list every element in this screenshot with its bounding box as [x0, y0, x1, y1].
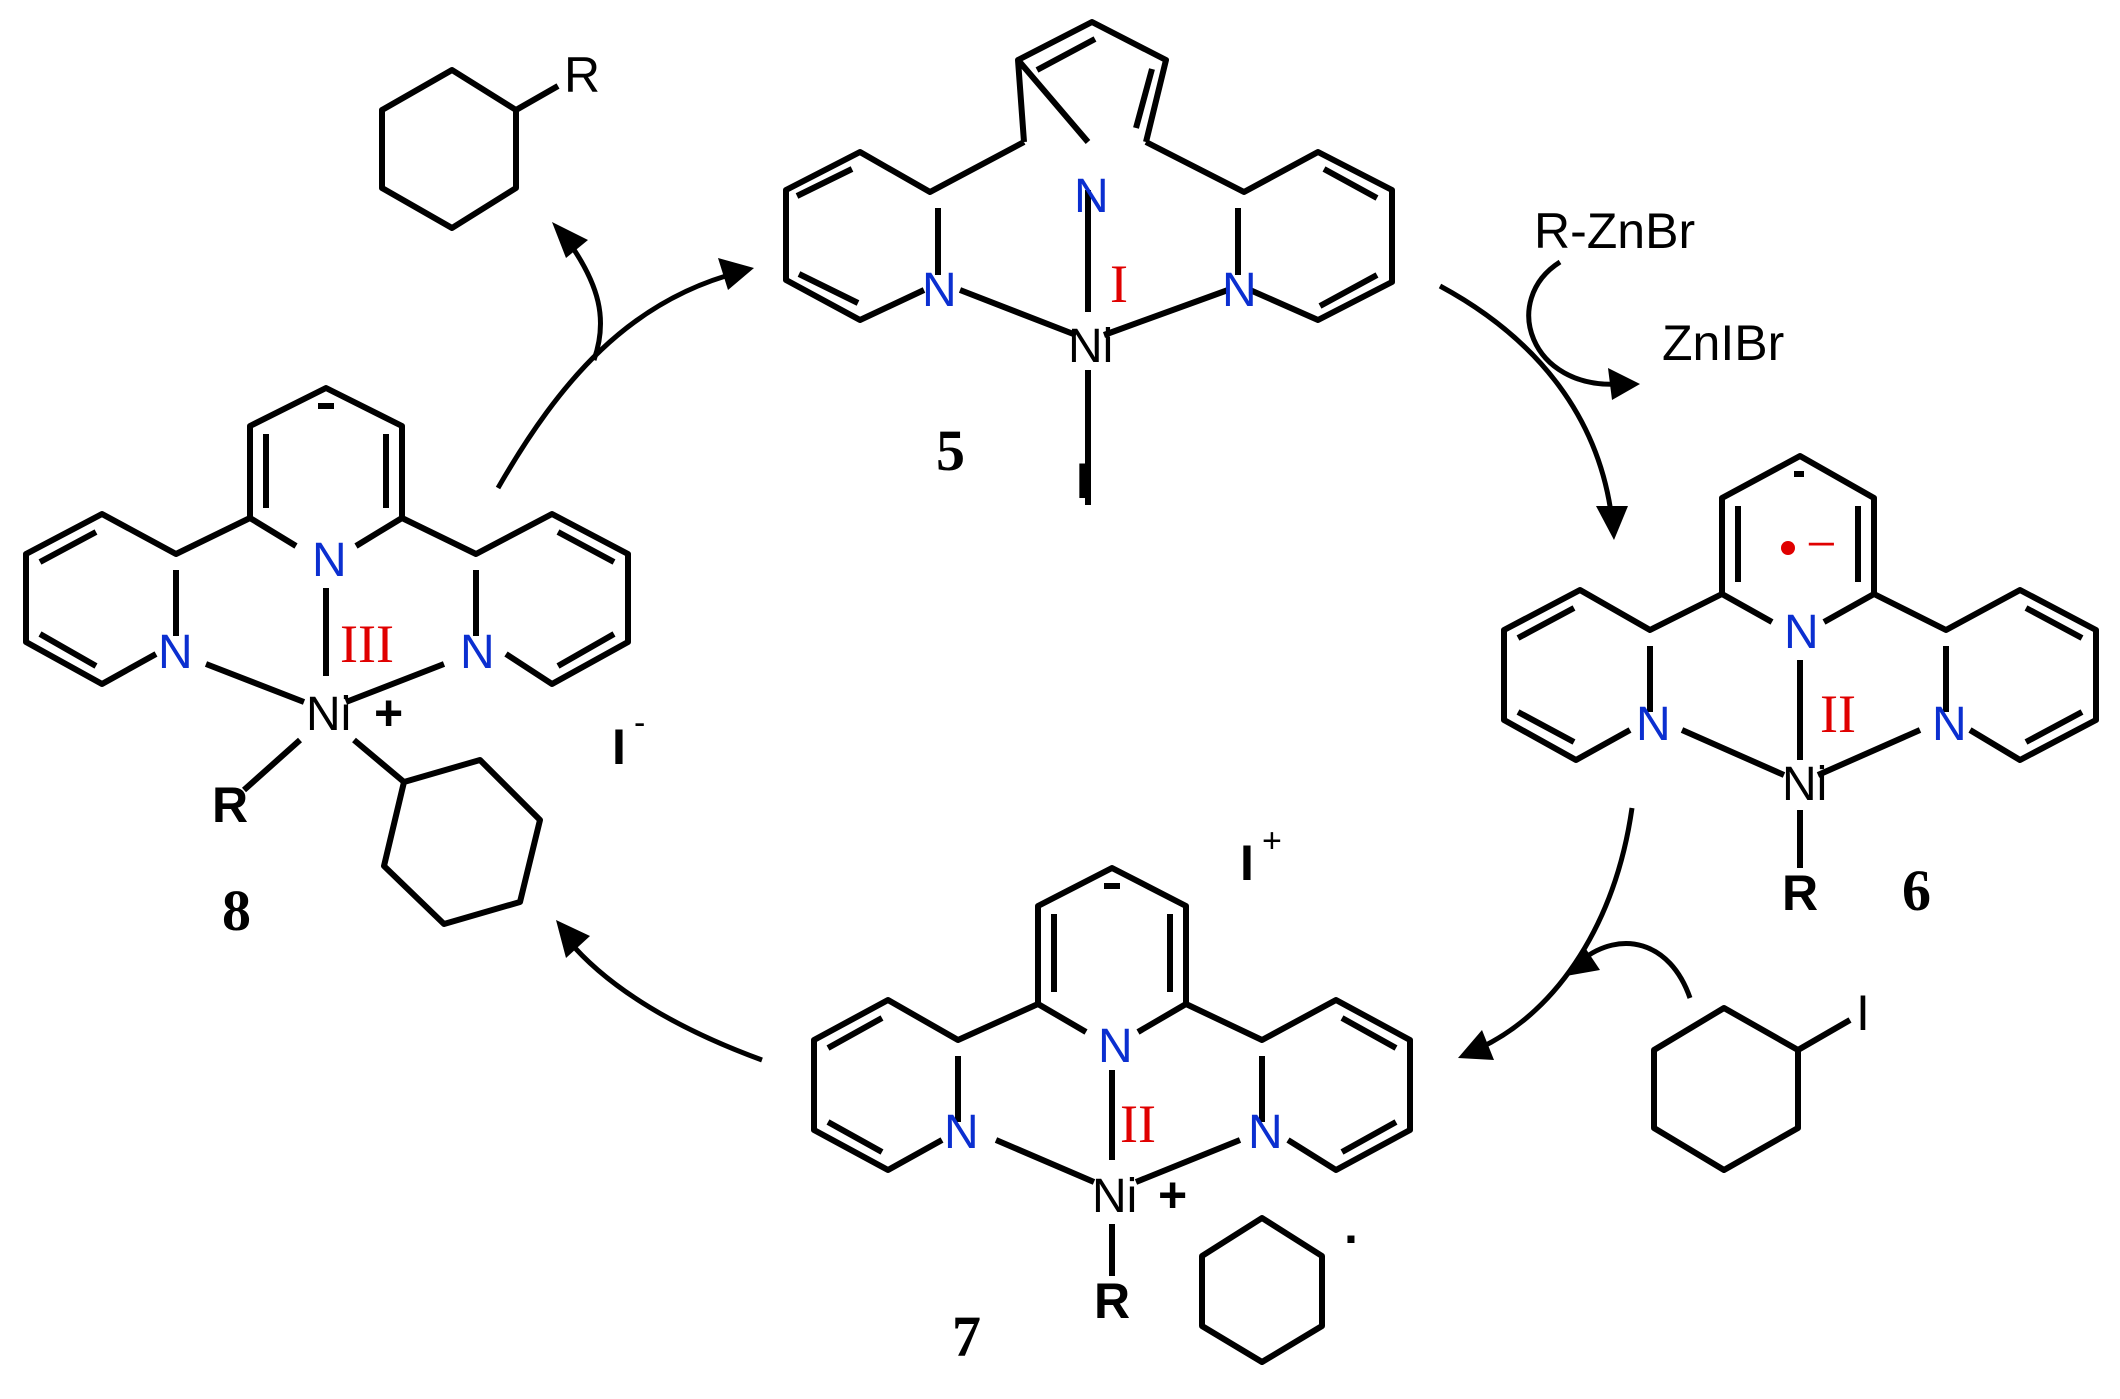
- n-right-6: N: [1932, 698, 1967, 751]
- complex-7: N N N Ni + II R 7 I + ·: [811, 822, 1413, 1369]
- arrow-5-to-6: [1438, 283, 1615, 521]
- oxidation-state-5: I: [1110, 254, 1128, 314]
- r-ligand-7: R: [1094, 1273, 1130, 1329]
- r-ligand-6: R: [1782, 865, 1818, 921]
- n-left-7: N: [944, 1106, 979, 1159]
- n-left-6: N: [1636, 698, 1671, 751]
- arrow-8-to-5: [495, 269, 741, 490]
- organozinc-reagent-label: R-ZnBr: [1534, 203, 1695, 259]
- arrow-6-to-7: [1478, 807, 1635, 1051]
- iodonium-counterion: I: [1240, 835, 1254, 891]
- zinc-byproduct-label: ZnIBr: [1662, 315, 1784, 371]
- iodine-label: I: [1856, 985, 1870, 1041]
- carbon-iodine-bond: [1796, 1017, 1852, 1053]
- compound-number-5: 5: [936, 418, 965, 483]
- arrow-7-to-8: [566, 938, 763, 1063]
- arrowhead-7-to-8: [556, 920, 590, 958]
- terpyridine-ligand-6: [1501, 453, 2099, 868]
- arrowhead-6-to-7: [1458, 1030, 1494, 1060]
- terpyridine-ligand-5: [783, 19, 1395, 505]
- n-right-7: N: [1248, 1106, 1283, 1159]
- charge-7: +: [1158, 1167, 1187, 1223]
- product-r-label: R: [564, 47, 600, 103]
- n-central-8: N: [312, 534, 347, 587]
- iodide-counterion: I: [612, 719, 626, 775]
- arrow-alkyl-iodide-in: [1580, 941, 1693, 999]
- nickel-7: Ni: [1092, 1170, 1137, 1223]
- radical-anion-minus-6: −: [1806, 514, 1836, 574]
- n-central-6: N: [1784, 606, 1819, 659]
- arrow-product-release: [563, 236, 604, 361]
- arrowhead-alkyl-iodide-in: [1566, 946, 1600, 976]
- radical-dot-6: [1781, 541, 1795, 555]
- complex-8: N N N Ni + III R 8 I -: [23, 385, 645, 943]
- terpyridine-ligand-8: [23, 385, 631, 793]
- nickel-6: Ni: [1782, 758, 1827, 811]
- cyclohexyl-iodide: I: [1651, 985, 1870, 1173]
- cycle-arrows: [495, 222, 1693, 1063]
- iodonium-charge: +: [1262, 822, 1282, 860]
- n-right-5: N: [1222, 264, 1257, 317]
- radical-dot-cyclohexyl: ·: [1344, 1211, 1361, 1267]
- arrowhead-8-to-5: [718, 258, 754, 290]
- oxidation-state-8: III: [340, 614, 394, 674]
- nickel-8: Ni: [306, 688, 351, 741]
- iodide-charge: -: [634, 704, 645, 742]
- product-r-bond: [514, 83, 560, 113]
- iodide-ligand-5: I: [1076, 453, 1090, 509]
- complex-5: N N N Ni I I 5: [783, 19, 1395, 509]
- compound-number-8: 8: [222, 878, 251, 943]
- terpyridine-ligand-7: [811, 865, 1413, 1276]
- oxidation-state-7: II: [1120, 1094, 1156, 1154]
- r-ligand-8: R: [212, 777, 248, 833]
- arrowhead-product-release: [552, 222, 588, 258]
- oxidation-state-6: II: [1820, 684, 1856, 744]
- arrowhead-5-to-6: [1596, 506, 1628, 540]
- nickel-5: Ni: [1068, 320, 1113, 373]
- n-right-8: N: [460, 626, 495, 679]
- arrow-organozinc-in-zinc-out: [1526, 259, 1621, 387]
- charge-8: +: [374, 685, 403, 741]
- product-cyclohexane-ring: [379, 67, 519, 231]
- complex-6: − N N N Ni II R 6: [1501, 453, 2099, 923]
- product-r-cyclohexane: R: [379, 47, 600, 231]
- cyclohexyl-radical-ring: [1199, 1215, 1325, 1365]
- n-left-5: N: [922, 264, 957, 317]
- cyclohexyl-ligand-ring-8: [381, 757, 543, 927]
- compound-number-7: 7: [952, 1304, 981, 1369]
- cyclohexyl-iodide-ring: [1651, 1005, 1801, 1173]
- compound-number-6: 6: [1902, 858, 1931, 923]
- n-left-8: N: [158, 626, 193, 679]
- n-central-7: N: [1098, 1020, 1133, 1073]
- n-central-5: N: [1074, 170, 1109, 223]
- arrowhead-zinc-out: [1608, 368, 1640, 400]
